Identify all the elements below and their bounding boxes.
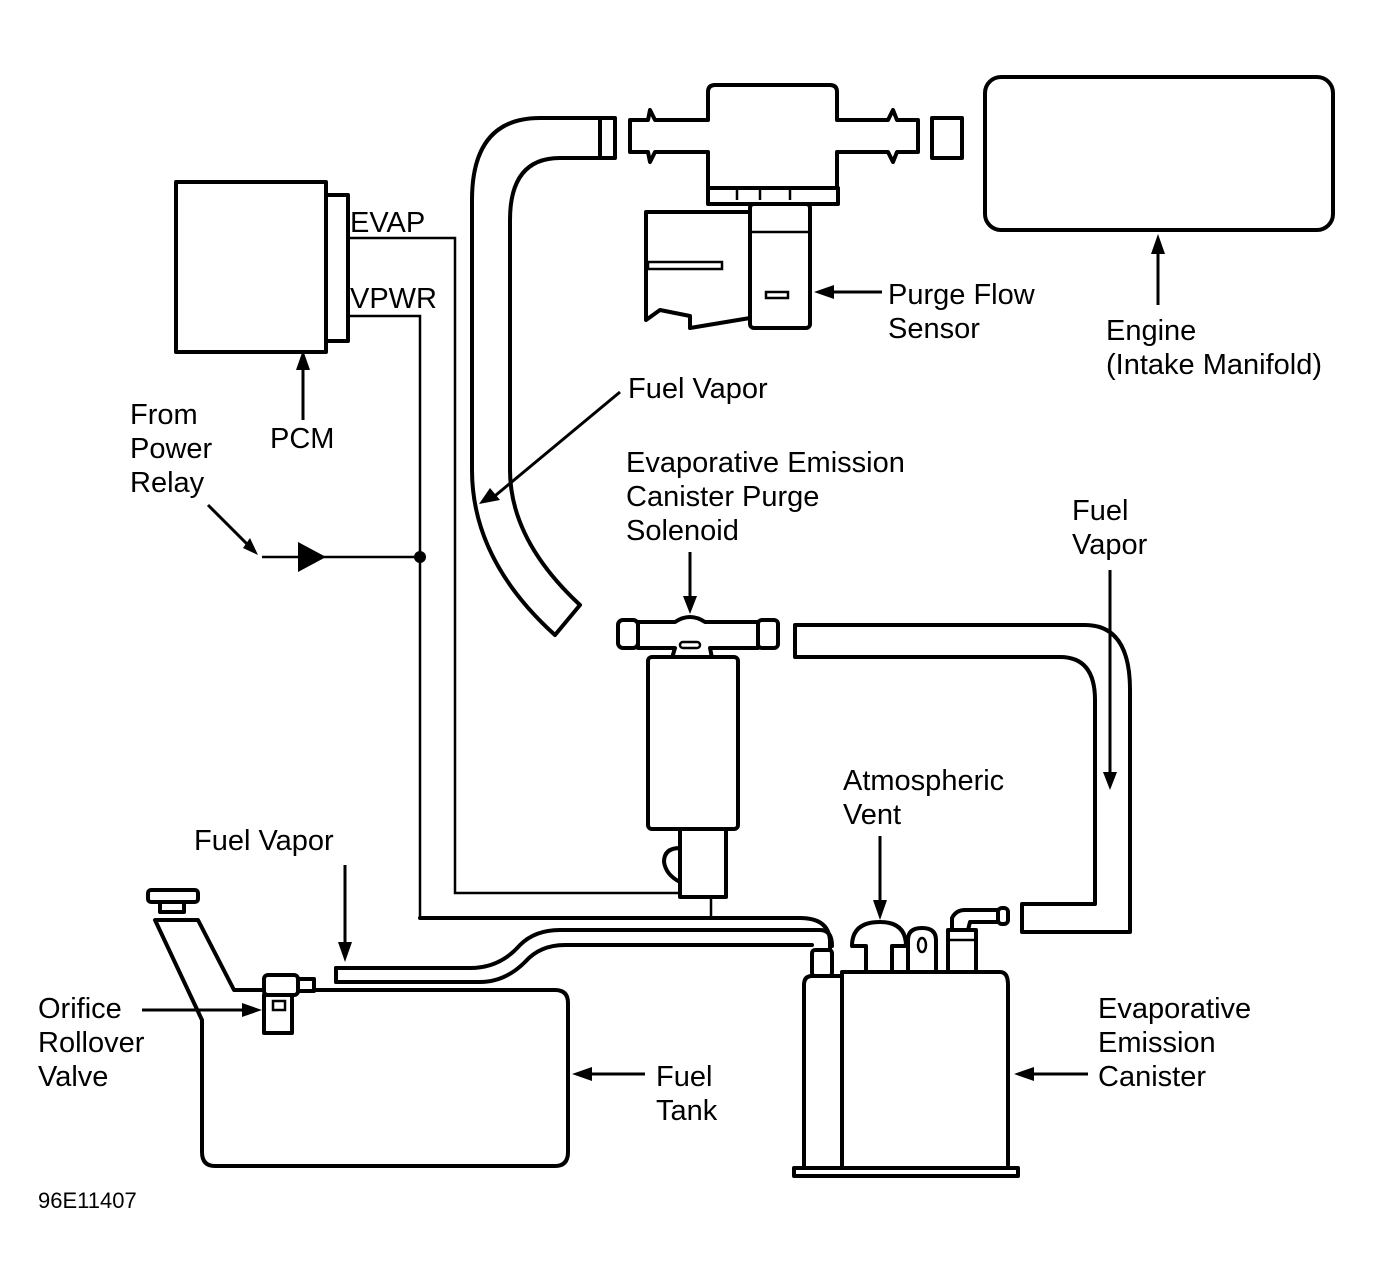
feed-arrow-icon — [298, 542, 326, 572]
fuel-vapor-tank-arrow — [338, 865, 352, 962]
rollover-label-1: Orifice — [38, 993, 122, 1025]
fuel-tank-label-2: Tank — [656, 1095, 718, 1127]
fuel-vapor-tank-label: Fuel Vapor — [194, 825, 334, 857]
vpwr-wire-label: VPWR — [350, 283, 437, 315]
atmospheric-vent-label-1: Atmospheric — [843, 765, 1004, 797]
figure-id: 96E11407 — [38, 1188, 137, 1213]
pcm-label: PCM — [270, 423, 334, 455]
atmospheric-vent-label-2: Vent — [843, 799, 901, 831]
purge-solenoid-label-3: Solenoid — [626, 515, 739, 547]
fuel-vapor-right-arrow — [1103, 570, 1117, 790]
pcm-module — [174, 180, 350, 354]
atmospheric-vent-arrow — [873, 836, 887, 920]
rollover-label-3: Valve — [38, 1061, 108, 1093]
engine-intake-manifold — [983, 75, 1335, 232]
power-relay-feed — [206, 503, 426, 572]
fuel-vapor-top-arrow — [479, 390, 621, 504]
engine-arrow — [1151, 234, 1165, 305]
evap-wire-label: EVAP — [350, 207, 425, 239]
evap-canister — [792, 906, 1020, 1178]
top-curved-hose — [470, 116, 614, 637]
fuel-tank-label-1: Fuel — [656, 1061, 712, 1093]
canister-arrow — [1014, 1067, 1088, 1081]
evap-wire — [348, 236, 695, 895]
relay-label: Relay — [130, 467, 205, 499]
purge-flow-sensor — [598, 83, 964, 330]
purge-solenoid-arrow — [683, 552, 697, 614]
from-label: From — [130, 399, 198, 431]
purge-solenoid — [616, 615, 780, 899]
right-hose — [793, 623, 1132, 934]
purge-flow-label-1: Purge Flow — [888, 279, 1036, 311]
pcm-arrow — [296, 350, 310, 420]
fuel-vapor-right-label-2: Vapor — [1072, 529, 1148, 561]
purge-flow-sensor-arrow — [814, 285, 882, 299]
fuel-vapor-right-label-1: Fuel — [1072, 495, 1128, 527]
purge-flow-label-2: Sensor — [888, 313, 980, 345]
engine-label-2: (Intake Manifold) — [1106, 349, 1322, 381]
fuel-tank-arrow — [572, 1067, 645, 1081]
purge-solenoid-label-1: Evaporative Emission — [626, 447, 905, 479]
power-label: Power — [130, 433, 213, 465]
rollover-valve-arrow — [142, 1003, 262, 1017]
purge-solenoid-label-2: Canister Purge — [626, 481, 819, 513]
fuel-tank — [146, 888, 570, 1168]
junction-dot — [414, 551, 426, 563]
canister-label-1: Evaporative — [1098, 993, 1251, 1025]
fuel-vapor-top-label: Fuel Vapor — [628, 373, 768, 405]
tank-to-canister-hose — [334, 928, 834, 984]
engine-label-1: Engine — [1106, 315, 1196, 347]
canister-label-3: Canister — [1098, 1061, 1206, 1093]
canister-label-2: Emission — [1098, 1027, 1216, 1059]
rollover-label-2: Rollover — [38, 1027, 145, 1059]
